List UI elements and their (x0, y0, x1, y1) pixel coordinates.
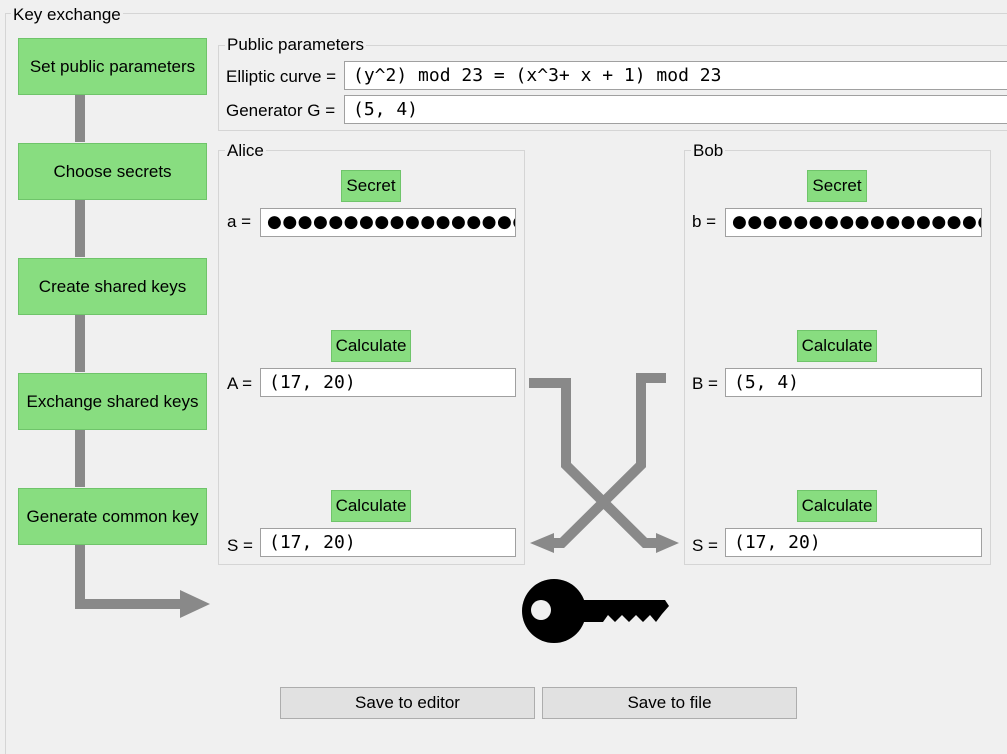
alice-title: Alice (225, 141, 266, 161)
bob-secret-button[interactable]: Secret (807, 170, 867, 202)
alice-calculate-common-button[interactable]: Calculate (331, 490, 411, 522)
alice-secret-label: a = (227, 212, 252, 231)
key-icon (522, 579, 669, 643)
save-to-file-button[interactable]: Save to file (542, 687, 797, 719)
key-exchange-group (5, 13, 1007, 754)
alice-common-label: S = (227, 536, 253, 555)
alice-common-field[interactable]: (17, 20) (260, 528, 516, 557)
public-parameters-group (218, 45, 1007, 131)
elliptic-curve-field[interactable]: (y^2) mod 23 = (x^3+ x + 1) mod 23 (344, 61, 1007, 90)
alice-calculate-shared-button[interactable]: Calculate (331, 330, 411, 362)
bob-calculate-shared-button[interactable]: Calculate (797, 330, 877, 362)
bob-shared-label: B = (692, 374, 718, 393)
set-public-parameters-button[interactable]: Set public parameters (18, 38, 207, 95)
bob-secret-field[interactable]: ●●●●●●●●●●●●●●●●●●●●● (725, 208, 982, 237)
key-exchange-title: Key exchange (11, 5, 123, 25)
diagram-overlay (75, 373, 679, 643)
create-shared-keys-button[interactable]: Create shared keys (18, 258, 207, 315)
bob-common-field[interactable]: (17, 20) (725, 528, 982, 557)
flow-arrow (75, 545, 210, 618)
bob-common-label: S = (692, 536, 718, 555)
step-connector (75, 315, 85, 372)
alice-secret-field[interactable]: ●●●●●●●●●●●●●●●●●●●●● (260, 208, 516, 237)
generator-label: Generator G = (226, 101, 336, 120)
alice-group (218, 150, 525, 565)
generate-common-key-button[interactable]: Generate common key (18, 488, 207, 545)
bob-calculate-common-button[interactable]: Calculate (797, 490, 877, 522)
elliptic-curve-label: Elliptic curve = (226, 67, 337, 86)
alice-shared-field[interactable]: (17, 20) (260, 368, 516, 397)
exchange-arrowheads (530, 533, 679, 553)
exchange-arrows (529, 373, 666, 548)
alice-shared-label: A = (227, 374, 253, 393)
exchange-shared-keys-button[interactable]: Exchange shared keys (18, 373, 207, 430)
choose-secrets-button[interactable]: Choose secrets (18, 143, 207, 200)
step-connector (75, 95, 85, 142)
public-parameters-title: Public parameters (225, 35, 367, 55)
alice-secret-button[interactable]: Secret (341, 170, 401, 202)
bob-group (684, 150, 991, 565)
save-to-editor-button[interactable]: Save to editor (280, 687, 535, 719)
bob-secret-label: b = (692, 212, 717, 231)
step-connector (75, 200, 85, 257)
key-hole (531, 600, 551, 620)
bob-shared-field[interactable]: (5, 4) (725, 368, 982, 397)
generator-field[interactable]: (5, 4) (344, 95, 1007, 124)
bob-title: Bob (691, 141, 726, 161)
step-connector (75, 430, 85, 487)
